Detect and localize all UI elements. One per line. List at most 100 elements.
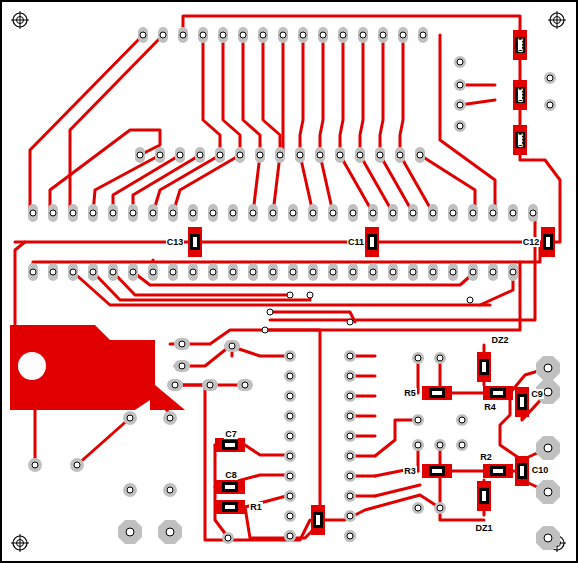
drill-hole xyxy=(547,102,553,108)
drill-hole xyxy=(340,32,346,38)
drill-hole xyxy=(32,462,38,468)
solder-pad xyxy=(454,120,466,132)
solder-pad xyxy=(284,470,296,482)
solder-pad xyxy=(456,439,468,451)
solder-pad xyxy=(108,263,118,281)
drill-hole xyxy=(377,152,383,158)
drill-hole xyxy=(220,32,226,38)
solder-pad xyxy=(344,350,356,362)
drill-hole xyxy=(50,269,56,275)
solder-pad xyxy=(344,530,356,542)
drill-hole xyxy=(170,269,176,275)
drill-hole xyxy=(330,210,336,216)
solder-pad xyxy=(434,352,446,364)
smd-pad xyxy=(513,30,527,60)
drill-hole xyxy=(357,152,363,158)
solder-pad xyxy=(456,414,468,426)
solder-pad xyxy=(344,410,356,422)
drill-hole xyxy=(287,353,293,359)
solder-pad xyxy=(315,147,325,163)
part-label: C12 xyxy=(522,237,541,247)
solder-pad xyxy=(428,204,438,222)
solder-pad xyxy=(222,532,234,544)
solder-pad xyxy=(284,530,296,542)
drill-hole xyxy=(470,269,476,275)
smd-body xyxy=(515,37,525,53)
drill-hole xyxy=(287,513,293,519)
solder-pad xyxy=(168,263,178,281)
solder-pad xyxy=(318,27,328,43)
solder-pad xyxy=(488,204,498,222)
solder-pad xyxy=(428,263,438,281)
smd-body xyxy=(517,463,527,479)
drill-hole xyxy=(347,393,353,399)
solder-pad xyxy=(268,263,278,281)
smd-pad xyxy=(483,464,513,478)
smd-body xyxy=(517,394,527,410)
solder-pad xyxy=(284,530,296,542)
solder-pad xyxy=(344,450,356,462)
drill-hole xyxy=(360,32,366,38)
drill-hole xyxy=(347,373,353,379)
solder-pad xyxy=(344,430,356,442)
solder-pad xyxy=(178,27,188,43)
drill-hole xyxy=(210,210,216,216)
drill-hole xyxy=(337,152,343,158)
solder-pad xyxy=(308,263,318,281)
solder-pad xyxy=(168,204,178,222)
solder-pad xyxy=(412,502,424,514)
solder-pad xyxy=(344,470,356,482)
solder-pad xyxy=(344,370,356,382)
drill-hole xyxy=(217,152,223,158)
solder-pad xyxy=(488,263,498,281)
part-label: C9 xyxy=(530,389,544,399)
smd-body xyxy=(543,234,553,250)
solder-pad xyxy=(248,204,258,222)
smd-pad xyxy=(513,125,527,155)
drill-hole xyxy=(467,297,473,303)
drill-hole xyxy=(287,292,293,298)
smd-body xyxy=(479,488,489,504)
drill-hole xyxy=(250,210,256,216)
drill-hole xyxy=(415,442,421,448)
drill-hole xyxy=(90,269,96,275)
solder-pad xyxy=(123,411,137,425)
drill-hole xyxy=(197,152,203,158)
solder-pad xyxy=(258,27,268,43)
drill-hole xyxy=(415,355,421,361)
drill-hole xyxy=(544,388,552,396)
smd-body xyxy=(190,234,200,250)
solder-pad xyxy=(348,263,358,281)
drill-hole xyxy=(190,210,196,216)
drill-hole xyxy=(170,210,176,216)
smd-pad xyxy=(365,227,379,257)
drill-hole xyxy=(177,152,183,158)
drill-hole xyxy=(450,269,456,275)
solder-pad xyxy=(70,458,84,472)
drill-hole xyxy=(420,32,426,38)
solder-pad xyxy=(295,147,305,163)
drill-hole xyxy=(490,210,496,216)
solder-pad xyxy=(434,439,446,451)
drill-hole xyxy=(50,210,56,216)
smd-body xyxy=(225,485,235,489)
drill-hole xyxy=(347,433,353,439)
drill-hole xyxy=(544,364,552,372)
smd-body xyxy=(479,359,489,375)
drill-hole xyxy=(287,413,293,419)
drill-hole xyxy=(30,210,36,216)
solder-pad xyxy=(248,263,258,281)
drill-hole xyxy=(320,32,326,38)
drill-hole xyxy=(110,210,116,216)
solder-pad xyxy=(284,370,296,382)
smd-body xyxy=(493,469,503,473)
drill-hole xyxy=(126,528,134,536)
smd-body xyxy=(515,87,525,103)
drill-hole xyxy=(310,269,316,275)
solder-pad xyxy=(148,204,158,222)
solder-pad xyxy=(123,483,137,497)
solder-pad xyxy=(284,490,296,502)
smd-body xyxy=(225,505,235,509)
drill-hole xyxy=(167,487,173,493)
drill-hole xyxy=(150,269,156,275)
